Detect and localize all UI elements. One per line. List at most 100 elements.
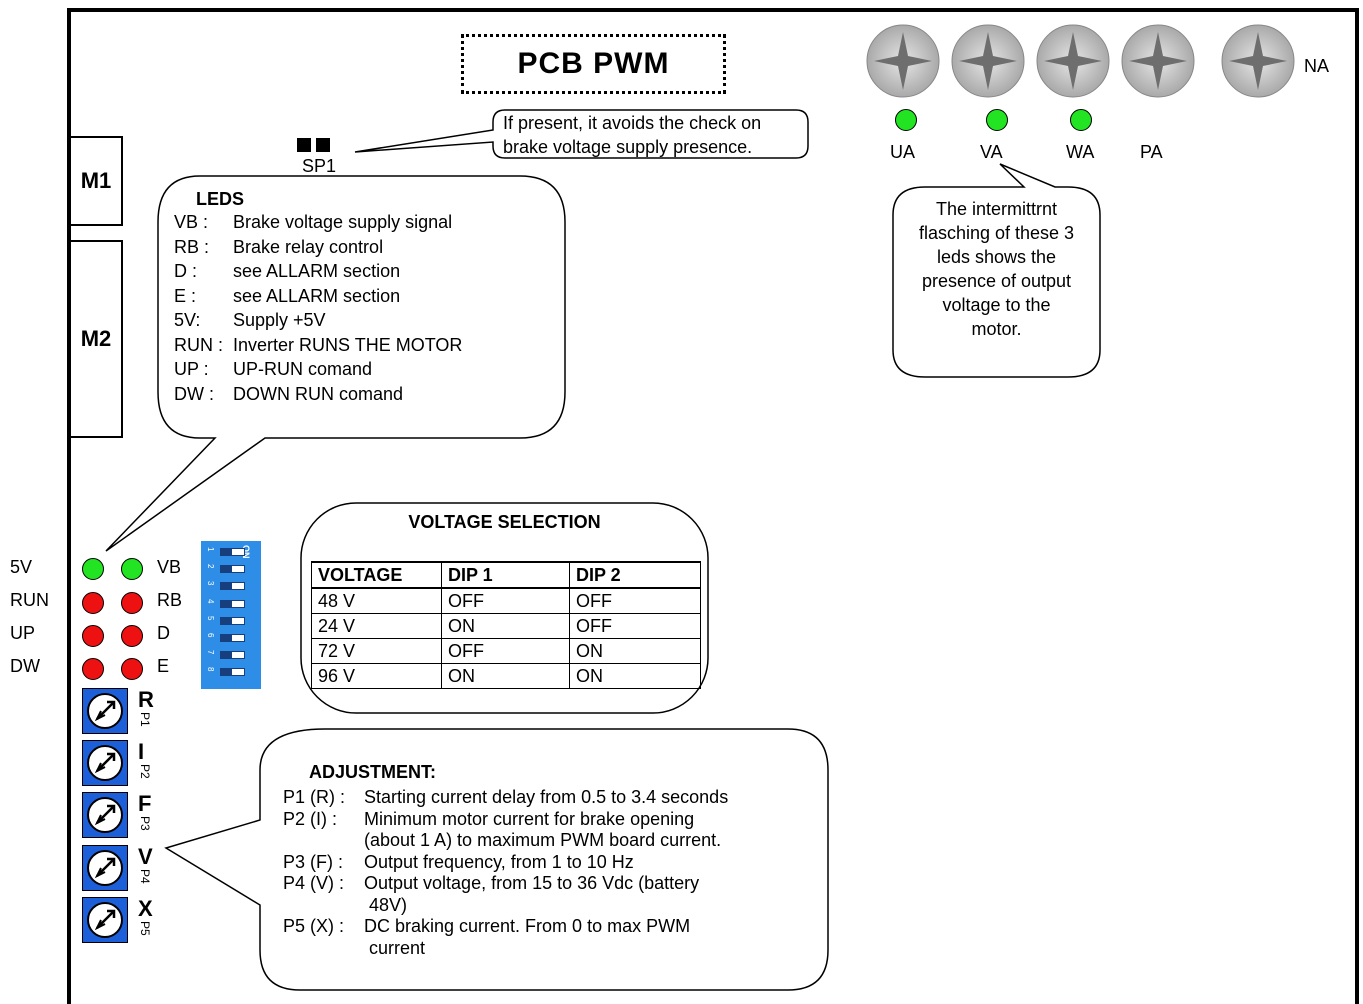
trimmer-dial-icon — [87, 902, 123, 938]
led-wa-label: WA — [1066, 142, 1095, 162]
dip-toggle[interactable] — [220, 634, 245, 642]
dip-number: 4 — [206, 598, 215, 604]
status-label-5v: 5V — [10, 557, 33, 577]
adjustment-desc-line: Output voltage, from 15 to 36 Vdc (batte… — [364, 873, 700, 893]
voltage-table-cell: OFF — [569, 613, 701, 639]
dip-toggle[interactable] — [220, 668, 245, 677]
trimmer-dial-icon — [87, 797, 123, 833]
output-note-line: The intermittrnt — [935, 199, 1058, 219]
dip-number: 3 — [206, 581, 215, 586]
potentiometer-id: P2 — [138, 764, 152, 779]
dip-number: 7 — [206, 650, 215, 655]
output-note-callout-shape — [892, 163, 1101, 378]
status-label-dw: DW — [10, 656, 40, 676]
leds-legend-code: DW : — [174, 383, 214, 404]
voltage-table-cell: 72 V — [311, 638, 442, 664]
trimmer-icon[interactable] — [82, 845, 128, 891]
jumper-note: If present, it avoids the check on brake… — [503, 111, 761, 159]
screw-pa-icon — [1121, 24, 1195, 98]
screw-va-icon — [951, 24, 1025, 98]
dip-toggle-knob — [221, 635, 232, 641]
adjustment-desc: Output frequency, from 1 to 10 Hz — [364, 852, 634, 874]
voltage-table-cell: ON — [441, 663, 570, 689]
led-ua-label: UA — [890, 142, 916, 162]
trimmer-icon[interactable] — [82, 688, 128, 734]
voltage-header-cell: DIP 2 — [569, 561, 701, 589]
output-note: The intermittrnt flasching of these 3 le… — [895, 197, 1098, 341]
adjustment-desc-line: 48V) — [369, 894, 408, 915]
adjustment-code: P2 (I) : — [283, 808, 338, 829]
potentiometer-letter: F — [138, 791, 152, 816]
dip-toggle[interactable] — [220, 565, 245, 574]
voltage-table-cell: 48 V — [311, 587, 442, 614]
led-va — [986, 109, 1008, 131]
status-label-d: D — [157, 623, 170, 643]
led-run — [82, 592, 104, 614]
potentiometer-letter: I — [138, 739, 145, 764]
trimmer-icon[interactable] — [82, 740, 128, 786]
dip-number: 6 — [206, 633, 215, 638]
dip-toggle-knob — [221, 669, 232, 676]
output-note-line: flasching of these 3 — [918, 223, 1075, 243]
dip-toggle[interactable] — [220, 548, 245, 556]
connector-m2: M2 — [71, 240, 123, 438]
potentiometer-id: P3 — [138, 816, 152, 831]
screw-ua-icon — [866, 24, 940, 98]
led-d — [121, 625, 143, 647]
board-title: PCB PWM — [461, 34, 726, 94]
leds-legend-code: VB : — [174, 212, 209, 232]
led-va-label: VA — [980, 142, 1003, 162]
adjustment-desc-line: Minimum motor current for brake opening — [364, 808, 695, 829]
trimmer-icon[interactable] — [82, 897, 128, 943]
leds-legend-desc: DOWN RUN comand — [233, 383, 404, 404]
voltage-table-cell: 24 V — [311, 613, 442, 639]
voltage-selection-title: VOLTAGE SELECTION — [408, 512, 601, 532]
leds-legend-desc: Brake voltage supply signal — [233, 212, 453, 232]
potentiometer-letter: R — [138, 687, 154, 712]
adjustment-title: ADJUSTMENT: — [309, 762, 437, 782]
leds-legend-desc: see ALLARM section — [233, 261, 401, 281]
dip-toggle[interactable] — [220, 651, 245, 660]
dip-toggle-knob — [221, 600, 232, 607]
adjustment-code: P3 (F) : — [283, 851, 344, 872]
screw-wa-icon — [1036, 24, 1110, 98]
potentiometer-letter: X — [138, 896, 153, 921]
dip-toggle[interactable] — [220, 582, 245, 591]
output-note-line: motor. — [971, 319, 1022, 339]
leds-callout-shape — [105, 175, 566, 552]
adjustment-item: P4 (V) :Output voltage, from 15 to 36 Vd… — [283, 873, 728, 916]
dip-number: 2 — [206, 564, 215, 569]
leds-legend-code: UP : — [174, 359, 209, 379]
screw-na-icon — [1221, 24, 1295, 98]
leds-legend-code: RB : — [174, 236, 210, 257]
leds-legend-desc: UP-RUN comand — [233, 359, 373, 379]
status-label-vb: VB — [157, 557, 182, 577]
voltage-table-header: VOLTAGE DIP 1 DIP 2 — [311, 561, 701, 589]
adjustment-desc: Output voltage, from 15 to 36 Vdc (batte… — [364, 873, 699, 916]
jumper-label: SP1 — [302, 156, 337, 176]
led-ua — [895, 109, 917, 131]
adjustment-item: P3 (F) : Output frequency, from 1 to 10 H… — [283, 852, 728, 874]
led-up — [82, 625, 104, 647]
adjustment-desc-line: current — [369, 937, 426, 958]
dip-toggle-knob — [221, 549, 232, 555]
dip-toggle-knob — [221, 566, 232, 573]
leds-legend-code: RUN : — [174, 334, 223, 355]
trimmer-dial-icon — [87, 693, 123, 729]
trimmer-icon[interactable] — [82, 792, 128, 838]
dip-toggle[interactable] — [220, 616, 245, 625]
dip-toggle[interactable] — [220, 599, 245, 608]
adjustment-desc-line: Output frequency, from 1 to 10 Hz — [364, 851, 634, 872]
